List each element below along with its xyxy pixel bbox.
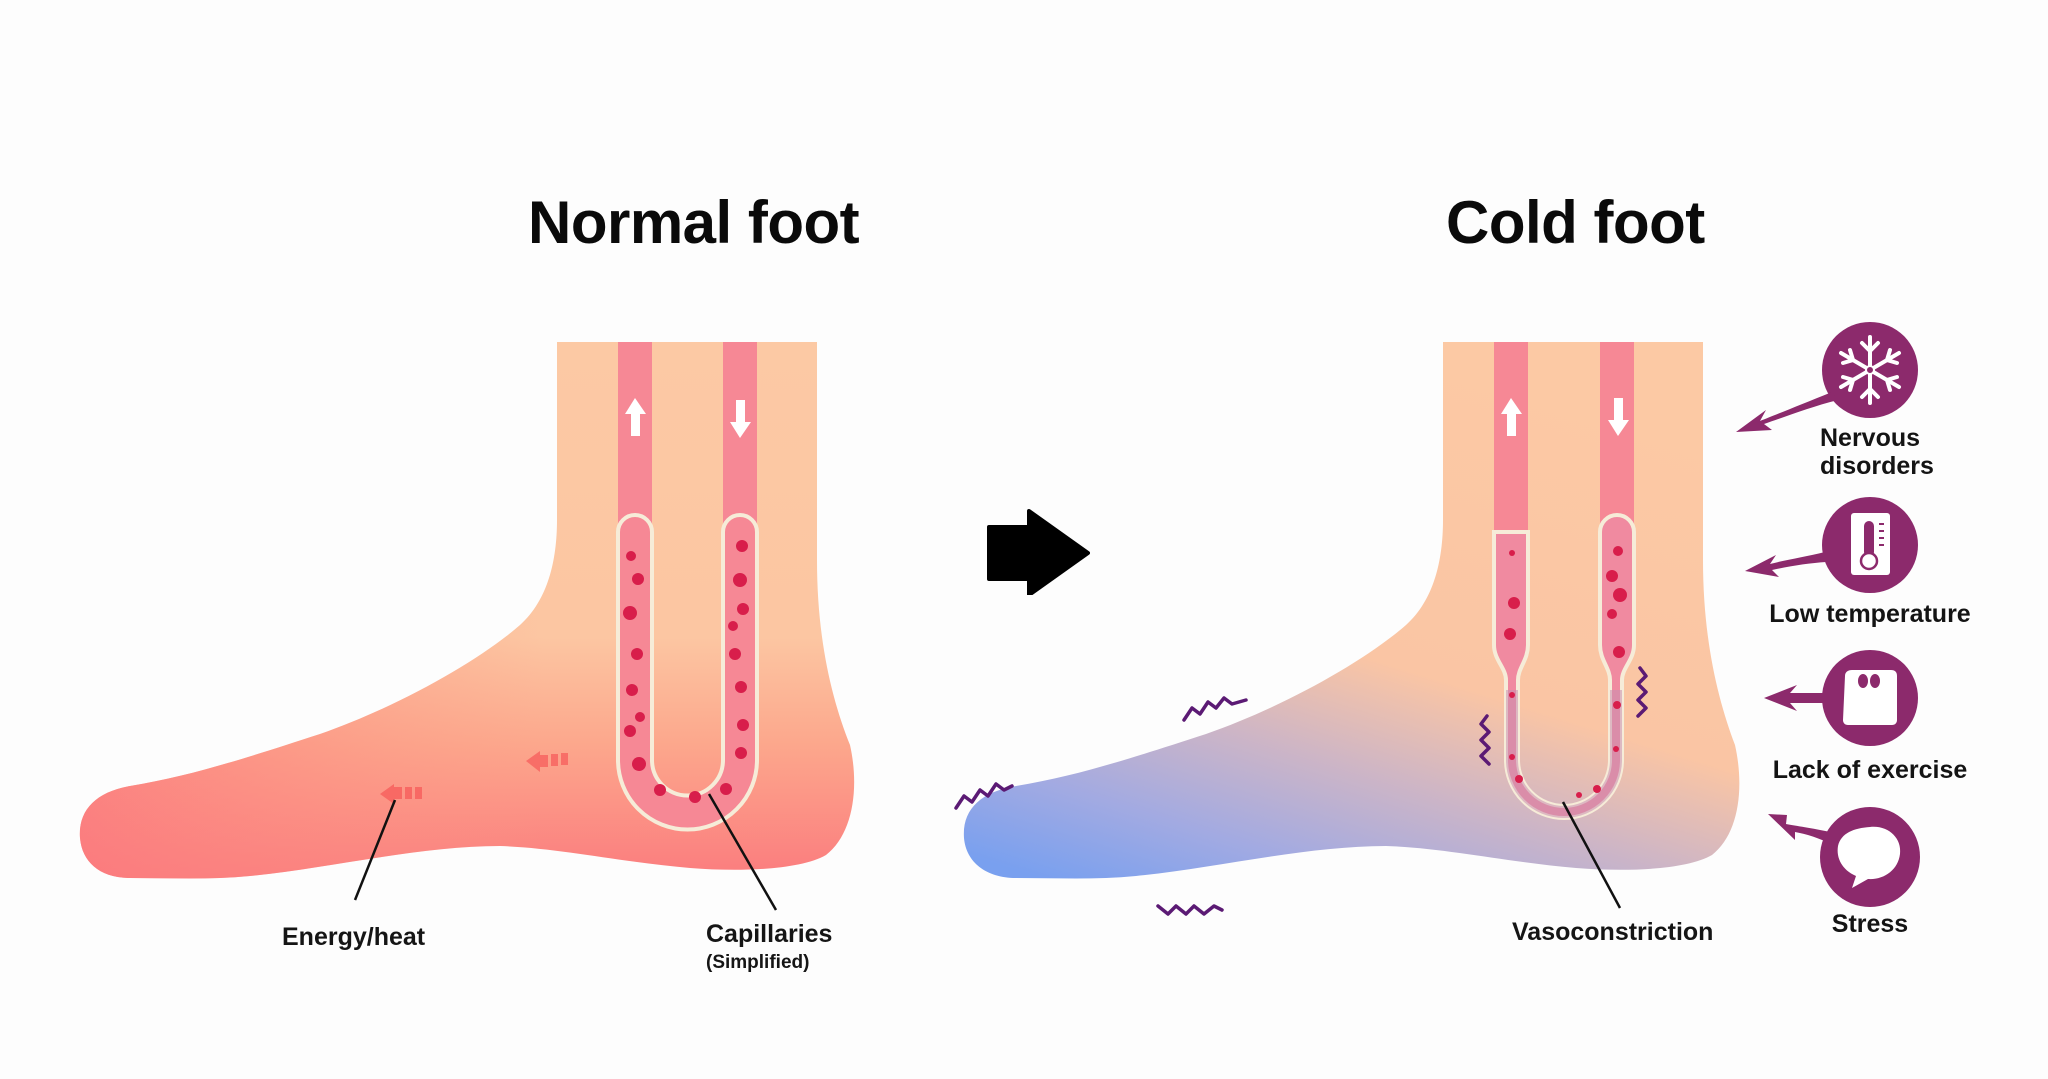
cold-artery-vein (1492, 342, 1636, 820)
up-arrow-icon (1501, 398, 1522, 436)
cause-label-nervous-disorders: Nervous disorders (1820, 424, 1934, 480)
blood-cells (623, 540, 749, 803)
normal-foot-title: Normal foot (528, 189, 860, 256)
down-arrow-icon (730, 400, 751, 438)
shiver-mark-icon (1479, 714, 1491, 766)
cause-label-lack-of-exercise: Lack of exercise (1772, 756, 1968, 784)
energy-heat-label: Energy/heat (282, 923, 426, 951)
shiver-mark-icon (1182, 696, 1248, 722)
cause-low-temperature-badge (1745, 497, 1918, 593)
heat-arrow-icon (526, 751, 568, 772)
cold-foot-title: Cold foot (1446, 189, 1705, 256)
shiver-mark-icon (1636, 666, 1648, 718)
cause-label-low-temperature: Low temperature (1769, 600, 1971, 628)
up-arrow-icon (625, 398, 646, 436)
shiver-mark-icon (954, 782, 1014, 810)
down-arrow-icon (1608, 398, 1629, 436)
capillaries-leader-line (707, 793, 778, 911)
normal-foot-shape (79, 342, 855, 879)
weight-scale-icon (1843, 670, 1897, 725)
cold-foot-shape (963, 342, 1740, 879)
cause-label-stress: Stress (1831, 910, 1909, 938)
heat-arrow-icon (380, 784, 422, 804)
vasoconstriction-label: Vasoconstriction (1512, 918, 1714, 946)
vasoconstriction-leader-line (1561, 801, 1622, 909)
thermometer-icon (1851, 513, 1890, 575)
right-arrow-icon (985, 505, 1090, 597)
shiver-mark-icon (1156, 904, 1224, 916)
capillaries-note: (Simplified) (706, 952, 810, 973)
capillaries-label: Capillaries (706, 920, 833, 948)
snowflake-icon (1839, 335, 1901, 405)
speech-bubble-icon (1837, 826, 1901, 888)
energy-leader-line (353, 799, 397, 901)
blood-cells (1504, 546, 1627, 798)
